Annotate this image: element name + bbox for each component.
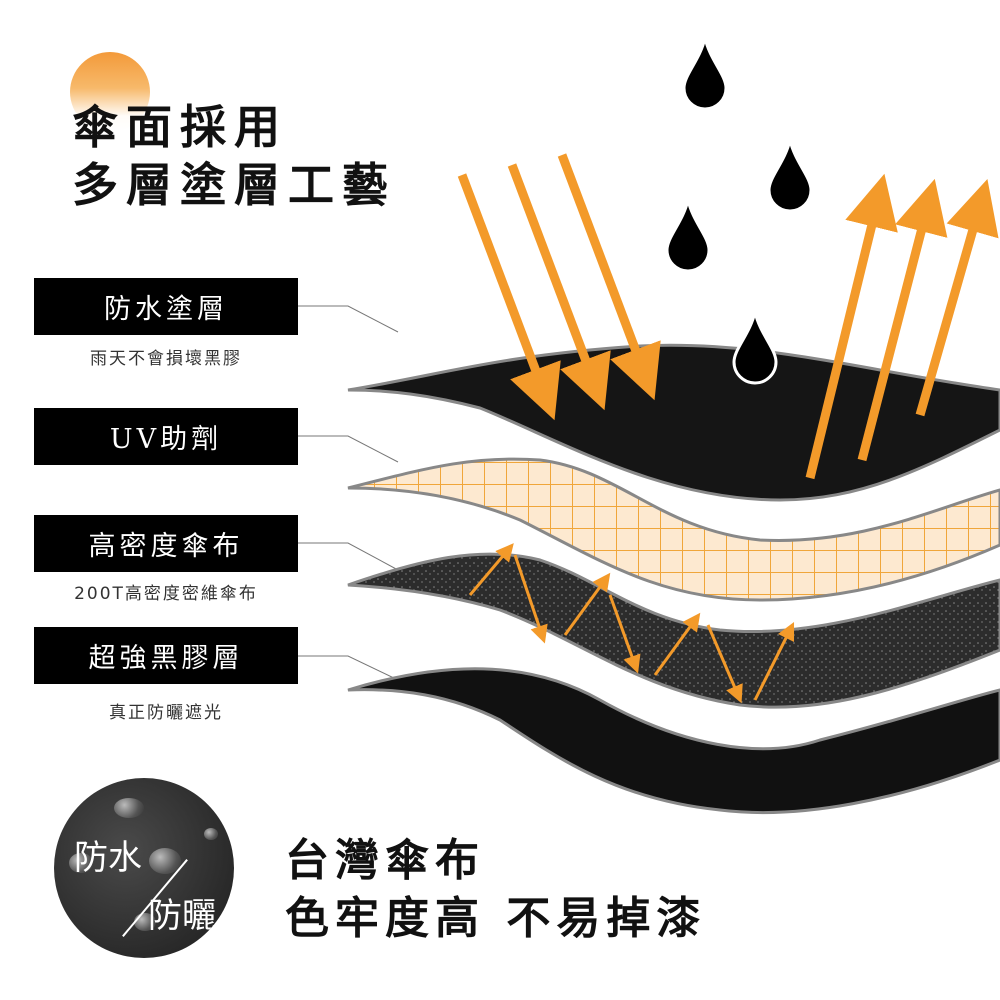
- inner-arrows: [468, 543, 795, 704]
- title-line-1: 傘面採用: [72, 100, 288, 154]
- bottom-caption: 台灣傘布 色牢度高 不易掉漆: [285, 832, 706, 948]
- badge-text-waterproof: 防水: [74, 838, 142, 878]
- layer-label-uv: UV助劑: [34, 408, 298, 465]
- page-title: 傘面採用 多層塗層工藝: [72, 98, 396, 214]
- up-arrows: [805, 173, 999, 480]
- layer-desc-black-coating: 真正防曬遮光: [109, 703, 223, 723]
- water-drop-icons: [665, 37, 813, 385]
- layer-desc-fabric: 200T高密度密維傘布: [74, 584, 258, 604]
- down-arrows: [457, 153, 661, 421]
- layer-label-black-coating: 超強黑膠層: [34, 627, 298, 684]
- title-line-2: 多層塗層工藝: [72, 158, 396, 212]
- sheet-fabric: [347, 552, 1000, 709]
- leader-lines: [298, 305, 399, 681]
- layer-desc-waterproof: 雨天不會損壞黑膠: [90, 349, 242, 369]
- sheet-uv: [347, 457, 1000, 602]
- bottom-line-1: 台灣傘布: [285, 835, 485, 886]
- decorative-sun-circle: [70, 52, 150, 132]
- badge-text-sunproof: 防曬: [148, 896, 216, 936]
- layer-label-fabric: 高密度傘布: [34, 515, 298, 572]
- layer-label-waterproof: 防水塗層: [34, 278, 298, 335]
- waterproof-sunproof-badge: 防水 防曬: [54, 778, 234, 958]
- bottom-line-2: 色牢度高 不易掉漆: [285, 893, 707, 944]
- sheet-black-coating: [347, 667, 1000, 815]
